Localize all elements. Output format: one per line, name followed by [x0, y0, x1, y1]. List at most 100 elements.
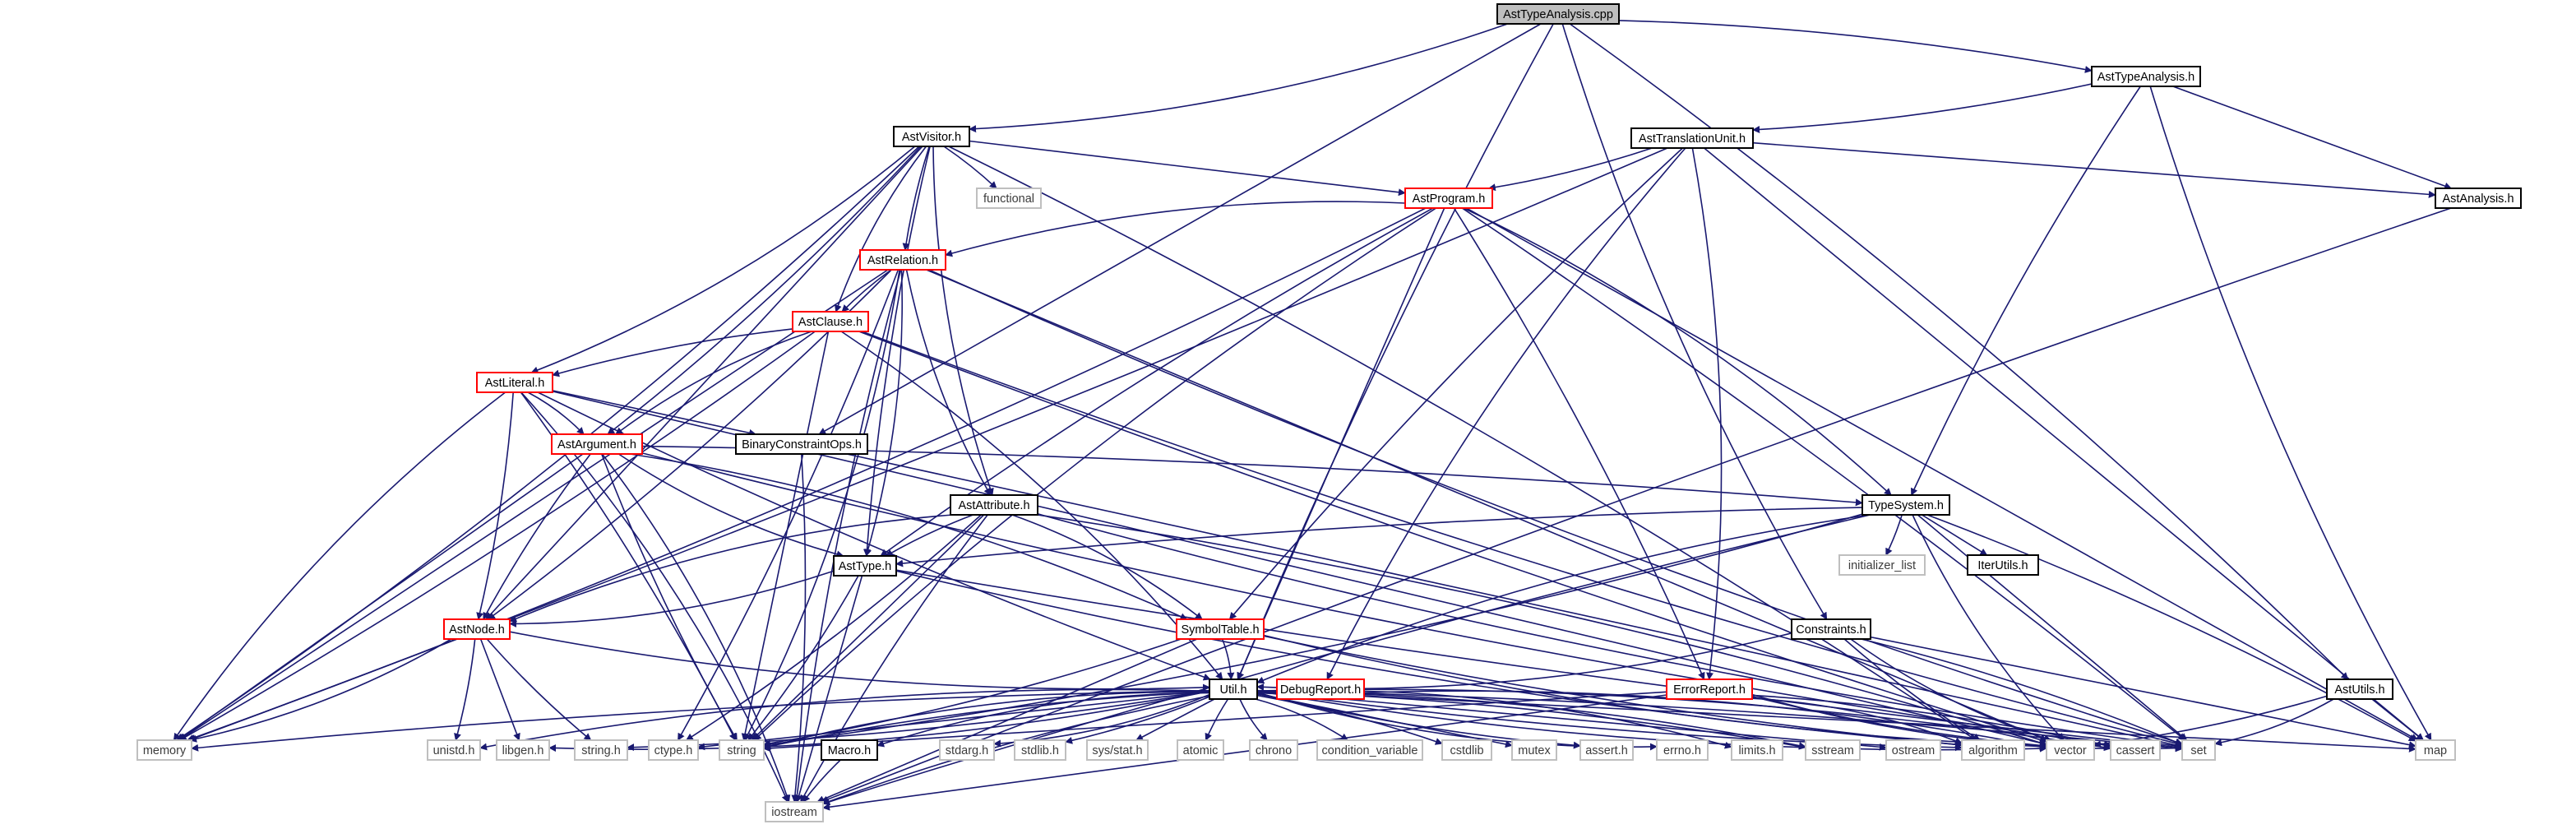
node-box	[1861, 494, 1950, 516]
edge-astliteral-h-to-memory	[173, 391, 506, 741]
edge-astprogram-h-to-memory	[187, 207, 1427, 742]
node-memory: memory	[136, 739, 192, 761]
node-astclause-h[interactable]: AstClause.h	[792, 311, 869, 332]
node-label: stdarg.h	[946, 744, 988, 757]
edge-util-h-to-ctype-h	[697, 691, 1210, 751]
node-iterutils-h[interactable]: IterUtils.h	[1967, 554, 2039, 576]
node-astutils-h[interactable]: AstUtils.h	[2326, 678, 2393, 700]
edge-typesystem-h-to-map	[1926, 514, 2416, 742]
node-astrelation-h[interactable]: AstRelation.h	[859, 249, 946, 271]
node-errorreport-h[interactable]: ErrorReport.h	[1666, 678, 1753, 700]
node-label: chrono	[1256, 744, 1292, 757]
edge-errorreport-h-to-cassert	[1751, 694, 2111, 749]
node-asttypeanalysis-h[interactable]: AstTypeAnalysis.h	[2091, 66, 2201, 87]
node-astargument-h[interactable]: AstArgument.h	[551, 433, 643, 455]
node-label: AstProgram.h	[1413, 192, 1486, 206]
edge-asttranslationunit-h-to-astanalysis-h	[1752, 141, 2436, 198]
node-label: ErrorReport.h	[1673, 683, 1746, 697]
node-box	[1961, 739, 2025, 761]
node-box	[1630, 127, 1754, 149]
edge-asttypeanalysis-h-to-astanalysis-h	[2172, 86, 2453, 190]
node-algorithm: algorithm	[1961, 739, 2025, 761]
node-label: AstLiteral.h	[485, 377, 545, 390]
edge-util-h-to-map	[1256, 689, 2416, 753]
node-label: mutex	[1518, 744, 1551, 757]
edge-astrelation-h-to-vector	[926, 269, 2048, 742]
edge-util-h-to-libgen-h	[548, 690, 1210, 753]
node-label: SymbolTable.h	[1181, 623, 1259, 637]
edge-astattribute-h-to-string	[751, 514, 985, 741]
edge-astvisitor-h-to-astattribute-h	[932, 146, 994, 496]
edge-typesystem-h-to-string	[763, 513, 1863, 748]
node-box	[765, 801, 824, 822]
edge-astnode-h-to-libgen-h	[479, 638, 520, 741]
node-astattribute-h[interactable]: AstAttribute.h	[950, 494, 1038, 516]
node-box	[719, 739, 765, 761]
node-layer: AstTypeAnalysis.cppAstTypeAnalysis.hAstV…	[136, 3, 2522, 822]
node-label: AstNode.h	[449, 623, 505, 637]
edge-astvisitor-h-to-asttype-h	[863, 146, 931, 557]
node-box	[1731, 739, 1783, 761]
edge-asttypeanalysis-cpp-to-astutils-h	[1569, 23, 2349, 680]
edge-typesystem-h-to-util-h	[1256, 514, 1871, 684]
edge-astclause-h-to-string	[741, 331, 830, 741]
edge-debugreport-h-to-sstream	[1363, 693, 1806, 749]
node-asttranslationunit-h[interactable]: AstTranslationUnit.h	[1630, 127, 1754, 149]
node-box	[1177, 739, 1224, 761]
node-box	[551, 433, 643, 455]
node-ostream: ostream	[1885, 739, 1941, 761]
node-constraints-h[interactable]: Constraints.h	[1791, 618, 1871, 640]
edge-astliteral-h-to-astargument-h	[527, 391, 585, 435]
node-functional: functional	[976, 188, 1042, 209]
edge-typesystem-h-to-asttype-h	[895, 507, 1863, 567]
node-debugreport-h[interactable]: DebugReport.h	[1276, 678, 1365, 700]
node-label: vector	[2054, 744, 2087, 757]
node-map: map	[2415, 739, 2456, 761]
node-sstream: sstream	[1805, 739, 1861, 761]
node-box	[833, 555, 897, 577]
edge-util-h-to-atomic	[1205, 698, 1229, 741]
node-astvisitor-h[interactable]: AstVisitor.h	[893, 126, 970, 147]
node-label: Macro.h	[828, 744, 871, 757]
node-symboltable-h[interactable]: SymbolTable.h	[1176, 618, 1265, 640]
edge-astattribute-h-to-set	[1037, 513, 2183, 750]
node-astprogram-h[interactable]: AstProgram.h	[1404, 188, 1493, 209]
node-box	[859, 249, 946, 271]
node-label: libgen.h	[502, 744, 544, 757]
edge-asttype-h-to-set	[895, 569, 2183, 751]
node-label: sstream	[1811, 744, 1854, 757]
edge-asttypeanalysis-cpp-to-asttypeanalysis-h	[1618, 20, 2093, 73]
node-label: AstAnalysis.h	[2442, 192, 2514, 206]
edge-astattribute-h-to-symboltable-h	[1011, 514, 1203, 620]
node-astliteral-h[interactable]: AstLiteral.h	[476, 372, 553, 393]
node-set: set	[2181, 739, 2216, 761]
node-vector: vector	[2046, 739, 2095, 761]
node-util-h[interactable]: Util.h	[1209, 678, 1258, 700]
edge-astvisitor-h-to-astclause-h	[835, 146, 927, 313]
node-typesystem-h[interactable]: TypeSystem.h	[1861, 494, 1950, 516]
node-astnode-h[interactable]: AstNode.h	[443, 618, 511, 640]
node-string-h: string.h	[574, 739, 628, 761]
edge-astvisitor-h-to-astprogram-h	[969, 140, 1406, 197]
node-cstdlib: cstdlib	[1441, 739, 1492, 761]
node-asttype-h[interactable]: AstType.h	[833, 555, 897, 577]
node-label: iostream	[771, 806, 817, 819]
node-box	[2091, 66, 2201, 87]
node-box	[136, 739, 192, 761]
edge-astutils-h-to-vector	[2093, 695, 2328, 748]
node-ctype-h: ctype.h	[648, 739, 699, 761]
edge-astprogram-h-to-string	[753, 207, 1437, 741]
node-box	[648, 739, 699, 761]
node-astanalysis-h[interactable]: AstAnalysis.h	[2435, 188, 2522, 209]
node-label: BinaryConstraintOps.h	[742, 438, 862, 452]
node-binaryconstraintops-h[interactable]: BinaryConstraintOps.h	[735, 433, 868, 455]
node-macro-h[interactable]: Macro.h	[821, 739, 878, 761]
node-label: AstTypeAnalysis.cpp	[1503, 8, 1613, 21]
node-box	[1496, 3, 1620, 25]
node-label: condition_variable	[1322, 744, 1418, 757]
node-asttypeanalysis-cpp[interactable]: AstTypeAnalysis.cpp	[1496, 3, 1620, 25]
edge-astattribute-h-to-iostream	[800, 514, 988, 803]
node-box	[1249, 739, 1298, 761]
node-label: AstVisitor.h	[902, 131, 961, 144]
